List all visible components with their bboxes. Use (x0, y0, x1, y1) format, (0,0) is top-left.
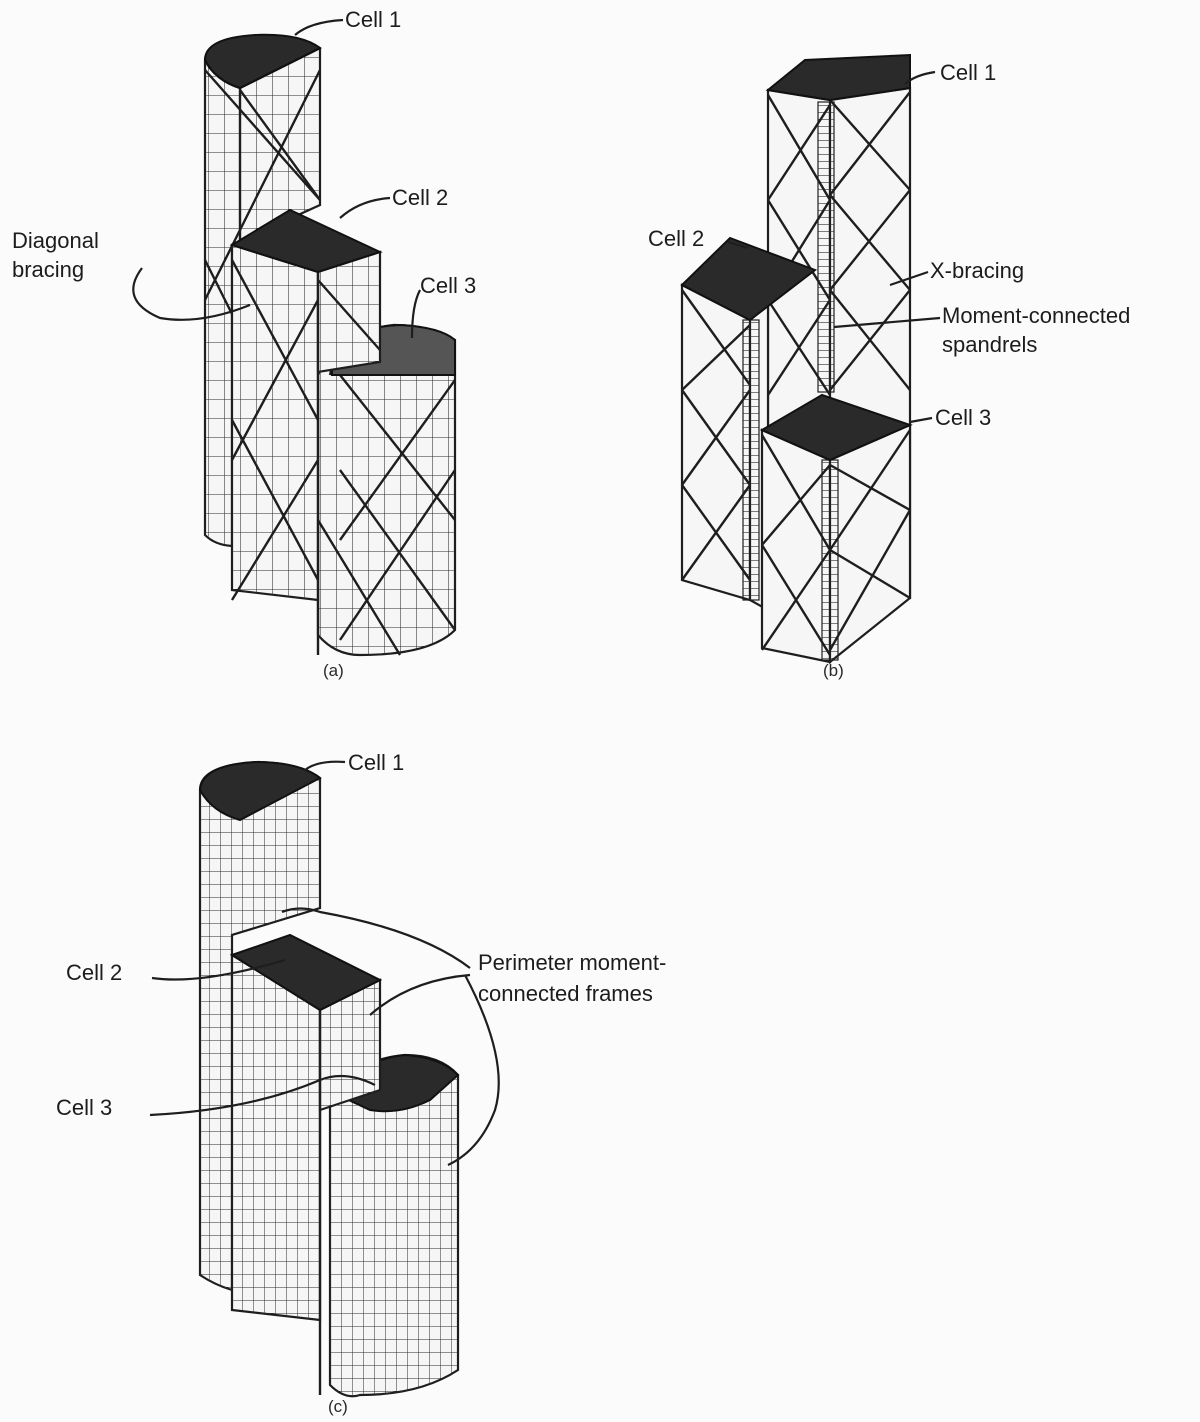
panel-b: Cell 1 Cell 2 X-bracing Moment-connected… (648, 53, 1130, 680)
panel-c-cell3-tower (328, 1053, 460, 1398)
panel-a-cell3-tower (316, 323, 457, 657)
panel-a: Cell 1 Cell 2 Cell 3 Diagonal bracing (a… (12, 7, 476, 680)
panel-a-cell2-leader (339, 196, 391, 219)
panel-c-frames-leader-2 (369, 973, 471, 1016)
panel-a-caption: (a) (323, 661, 344, 680)
panel-b-cell1-label: Cell 1 (940, 60, 996, 85)
panel-a-bracing-leader (132, 267, 251, 321)
panel-c: Cell 1 Cell 2 Cell 3 Perimeter moment- c… (56, 750, 666, 1416)
panel-c-cell2-tower (229, 933, 383, 1395)
panel-c-frames-label-line1: Perimeter moment- (478, 950, 666, 975)
panel-b-caption: (b) (823, 661, 844, 680)
panel-b-cell2-tower (680, 236, 818, 612)
panel-c-cell2-leader (151, 958, 286, 981)
panel-a-cell1-leader (294, 18, 344, 36)
panel-b-cell2-leader (727, 240, 749, 250)
panel-b-spandrels-leader (833, 316, 941, 329)
panel-a-cell3-leader (410, 289, 421, 339)
panel-b-spandrels-label-line1: Moment-connected (942, 303, 1130, 328)
panel-a-bracing-label-line1: Diagonal (12, 228, 99, 253)
panel-b-cell3-tower (759, 393, 913, 665)
panel-a-cell2-label: Cell 2 (392, 185, 448, 210)
panel-b-cell2-label: Cell 2 (648, 226, 704, 251)
panel-c-cell2-label: Cell 2 (66, 960, 122, 985)
panel-c-cell1-leader (304, 760, 346, 771)
panel-c-cell1-label: Cell 1 (348, 750, 404, 775)
panel-a-cell3-label: Cell 3 (420, 273, 476, 298)
panel-c-frames-label-line2: connected frames (478, 981, 653, 1006)
panel-a-cell1-label: Cell 1 (345, 7, 401, 32)
panel-a-cell2-tower (229, 208, 383, 655)
panel-c-cell3-leader (149, 1074, 376, 1117)
panel-b-xbracing-leader (889, 270, 929, 287)
panel-b-spandrels-label-line2: spandrels (942, 332, 1037, 357)
panel-c-caption: (c) (328, 1397, 348, 1416)
panel-b-cell3-label: Cell 3 (935, 405, 991, 430)
panel-b-cell1-leader (904, 70, 936, 85)
panel-a-bracing-label-line2: bracing (12, 257, 84, 282)
panel-c-frames-leader-3 (447, 974, 500, 1166)
panel-b-xbracing-label: X-bracing (930, 258, 1024, 283)
panel-c-frames-leader-1 (281, 907, 471, 969)
panel-b-cell3-leader (909, 416, 933, 424)
panel-c-cell3-label: Cell 3 (56, 1095, 112, 1120)
panel-a-cell1-tower (203, 33, 322, 548)
panel-c-cell1-tower (198, 760, 322, 1292)
